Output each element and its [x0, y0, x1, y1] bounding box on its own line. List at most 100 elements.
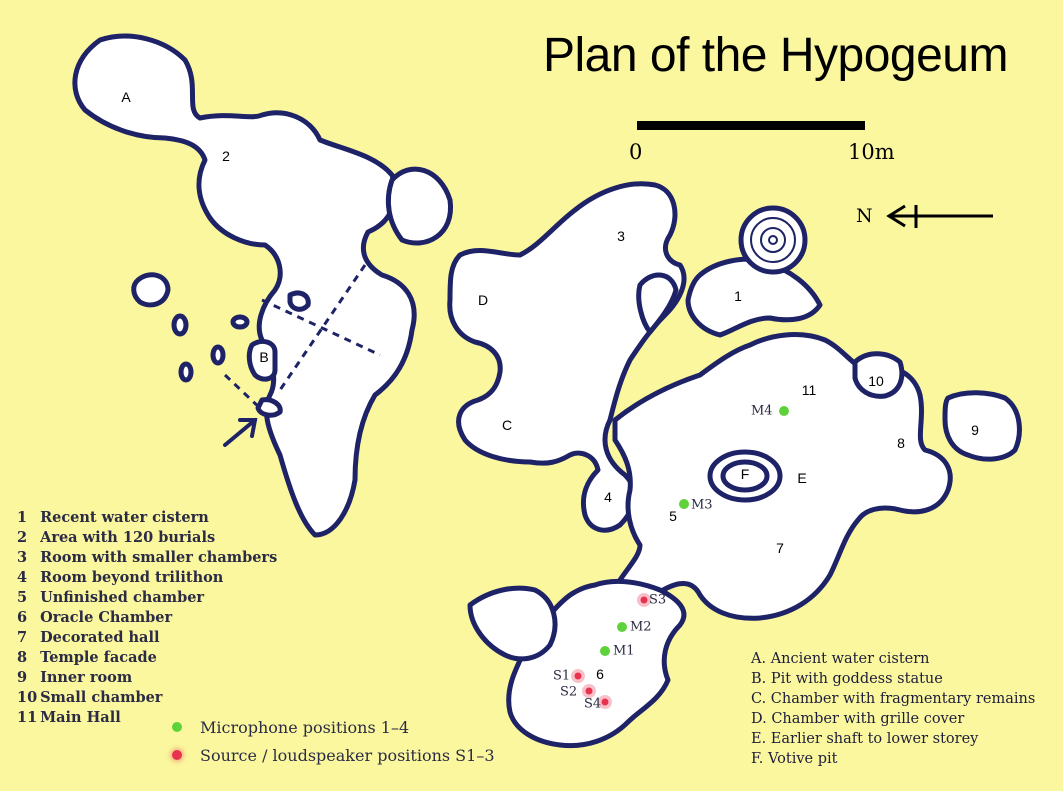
room-2-inner-oval: [385, 166, 453, 246]
legend-text: Room with smaller chambers: [40, 549, 278, 566]
microphone-legend-text: Microphone positions 1–4: [200, 718, 410, 737]
legend-row: 9 Inner room: [17, 668, 277, 688]
legend-row: 1 Recent water cistern: [17, 508, 277, 528]
scale-bar: [637, 121, 865, 130]
pit-3: [210, 344, 226, 366]
area-label-e: E: [797, 470, 807, 486]
legend-number: 10: [17, 689, 38, 706]
votive-pit-f-inner: [720, 459, 770, 493]
entrance-arrow-head: [238, 418, 258, 438]
numbered-area-legend: 1 Recent water cistern 2 Area with 120 b…: [17, 508, 277, 728]
source-label-s2: S2: [560, 684, 578, 700]
legend-row: 6 Oracle Chamber: [17, 608, 277, 628]
spiral-ring-2: [760, 227, 786, 253]
legend-number: 11: [17, 709, 38, 726]
microphone-legend: Microphone positions 1–4: [172, 718, 409, 737]
room-a-2: [72, 33, 417, 538]
source-legend: Source / loudspeaker positions S1–3: [172, 746, 495, 765]
source-label-s3: S3: [649, 592, 667, 608]
small-chamber-left: [131, 272, 171, 308]
dashed-passages: [223, 264, 381, 412]
legend-number: 2: [17, 529, 28, 546]
map-title: Plan of the Hypogeum: [543, 29, 1008, 82]
marker-layer: [571, 406, 789, 709]
microphone-label-m3: M3: [691, 497, 713, 513]
pit-4: [230, 314, 250, 330]
legend-number: 1: [17, 509, 28, 526]
pit-1: [171, 313, 189, 337]
legend-row: 3 Room with smaller chambers: [17, 548, 277, 568]
legend-row: 10 Small chamber: [17, 688, 277, 708]
area-label-1: 1: [734, 288, 742, 304]
entrance-arrow-icon: [223, 418, 258, 447]
room-b: [246, 339, 278, 382]
legend-row: 7 Decorated hall: [17, 628, 277, 648]
dashed-line-2: [261, 298, 381, 357]
microphone-marker-m2: [617, 622, 627, 632]
legend-letter-row: B. Pit with goddess statue: [751, 671, 943, 687]
legend-text: Unfinished chamber: [40, 589, 205, 606]
source-label-s4: S4: [584, 696, 602, 712]
source-legend-text: Source / loudspeaker positions S1–3: [200, 746, 495, 765]
legend-letter-row: C. Chamber with fragmentary remains: [751, 691, 1036, 707]
legend-number: 5: [17, 589, 28, 606]
corridor-3: [636, 272, 679, 335]
scale-start-label: 0: [629, 140, 643, 164]
legend-text: Inner room: [40, 669, 133, 686]
scale-end-label: 10m: [848, 140, 895, 164]
dashed-line-3: [223, 373, 264, 412]
pit-2: [178, 361, 194, 383]
area-label-5: 5: [669, 508, 677, 524]
pit-5: [255, 397, 283, 418]
source-marker-s2: [585, 687, 593, 695]
legend-number: 3: [17, 549, 28, 566]
area-label-c: C: [501, 417, 513, 433]
microphone-dot-icon: [172, 721, 182, 732]
spiral-ring-1: [750, 217, 796, 263]
legend-row: 4 Room beyond trilithon: [17, 568, 277, 588]
room-11-7-5: [612, 332, 953, 621]
microphone-label-m1: M1: [613, 643, 635, 659]
area-label-d: D: [477, 292, 489, 308]
legend-number: 4: [17, 569, 28, 586]
area-label-10: 10: [868, 373, 884, 389]
room-9: [942, 390, 1022, 462]
source-dot-icon: [172, 749, 182, 760]
room-10: [852, 351, 905, 399]
room-6-west: [467, 585, 558, 662]
microphone-label-m2: M2: [630, 619, 652, 635]
area-label-8: 8: [897, 435, 905, 451]
spiral-decoration: [750, 217, 796, 263]
area-label-b: B: [259, 349, 269, 365]
source-marker-s3: [640, 596, 648, 604]
legend-text: Room beyond trilithon: [40, 569, 224, 586]
area-label-9: 9: [971, 422, 979, 438]
legend-letter-row: D. Chamber with grille cover: [751, 711, 965, 727]
north-label: N: [856, 205, 873, 227]
source-marker-s4: [601, 698, 609, 706]
legend-text: Small chamber: [40, 689, 163, 706]
legend-number: 6: [17, 609, 28, 626]
legend-number: 8: [17, 649, 28, 666]
legend-text: Temple facade: [40, 649, 157, 666]
legend-letter-row: F. Votive pit: [751, 751, 838, 767]
legend-row: 2 Area with 120 burials: [17, 528, 277, 548]
source-marker-s1: [574, 672, 582, 680]
legend-text: Oracle Chamber: [40, 609, 173, 626]
legend-text: Main Hall: [40, 709, 121, 726]
north-arrow-icon: [886, 204, 993, 228]
microphone-label-m4: M4: [751, 403, 773, 419]
area-label-3: 3: [617, 228, 625, 244]
microphone-marker-m1: [600, 646, 610, 656]
legend-row: 5 Unfinished chamber: [17, 588, 277, 608]
entrance-arrow-shaft: [223, 418, 257, 447]
legend-text: Decorated hall: [40, 629, 160, 646]
area-label-6: 6: [596, 666, 604, 682]
area-label-f: F: [740, 466, 750, 482]
legend-row: 8 Temple facade: [17, 648, 277, 668]
legend-row: 11 Main Hall: [17, 708, 277, 728]
legend-number: 7: [17, 629, 28, 646]
microphone-marker-m3: [679, 499, 689, 509]
